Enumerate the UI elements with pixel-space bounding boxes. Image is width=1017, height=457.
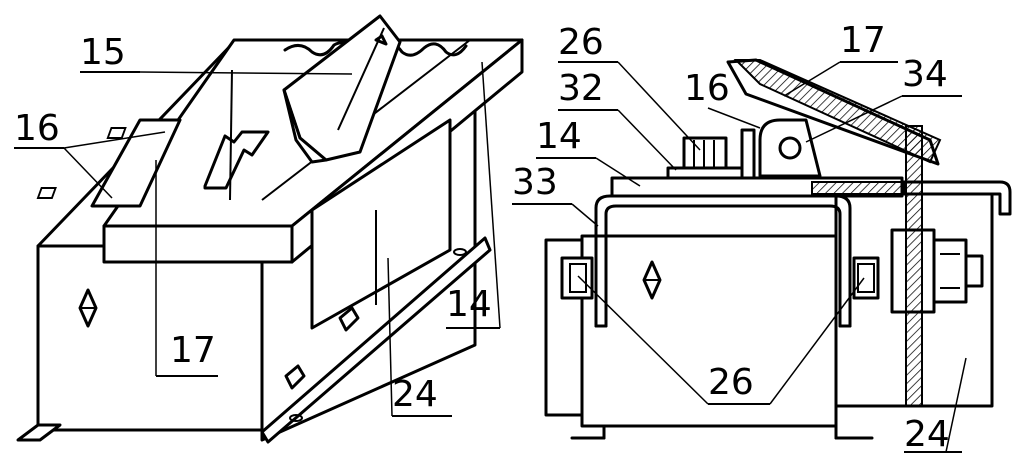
right-callouts: 26 17 32 16 34 14 33 26 24 — [512, 20, 967, 455]
table-top-front-edge — [102, 224, 294, 264]
housing-front — [580, 234, 838, 428]
switch-icon — [284, 364, 306, 390]
door-handle-icon — [338, 306, 360, 332]
table-hook-end — [900, 180, 1012, 216]
diamond-marker-side — [642, 260, 662, 300]
callout-34: 34 — [902, 54, 948, 95]
left-view-saw-table — [16, 14, 524, 444]
callout-32: 32 — [558, 68, 604, 109]
callout-14-right: 14 — [536, 116, 582, 157]
cabinet-front-face — [36, 244, 264, 432]
base-rail-right — [260, 236, 492, 444]
callout-16-right: 16 — [684, 68, 730, 109]
callout-17-right: 17 — [840, 20, 886, 61]
guard-arm-outline — [726, 58, 940, 166]
right-view-side-elevation — [544, 58, 1012, 440]
rail-hole-1 — [453, 248, 467, 256]
mounting-bracket — [90, 118, 182, 208]
callout-17: 17 — [170, 330, 216, 371]
callout-33: 33 — [512, 162, 558, 203]
base-foot-left — [16, 423, 62, 442]
callout-24-right: 24 — [904, 414, 950, 455]
pivot-bracket — [758, 118, 822, 178]
saw-blade-vertical — [905, 125, 923, 407]
u-frame-outer — [594, 194, 852, 328]
callout-15: 15 — [80, 32, 126, 73]
guard-post — [740, 128, 756, 180]
shaft-end — [964, 254, 984, 288]
callout-16: 16 — [14, 108, 60, 149]
blade-guard-side — [282, 88, 328, 164]
side-door-panel — [310, 118, 452, 330]
callout-14: 14 — [446, 284, 492, 325]
callout-24: 24 — [392, 374, 438, 415]
u-frame-inner — [604, 204, 842, 328]
pivot-hole — [778, 136, 802, 160]
shaft-nut — [932, 238, 968, 304]
diamond-marker-front — [78, 288, 98, 328]
knob-washer — [666, 166, 744, 180]
feed-direction-arrow-icon — [203, 130, 270, 190]
callout-26-top: 26 — [558, 22, 604, 63]
left-callouts: 15 16 17 14 24 — [14, 32, 501, 417]
callout-26-bottom: 26 — [708, 362, 754, 403]
table-top-hatched-section — [811, 181, 905, 195]
rail-hole-2 — [289, 414, 303, 422]
